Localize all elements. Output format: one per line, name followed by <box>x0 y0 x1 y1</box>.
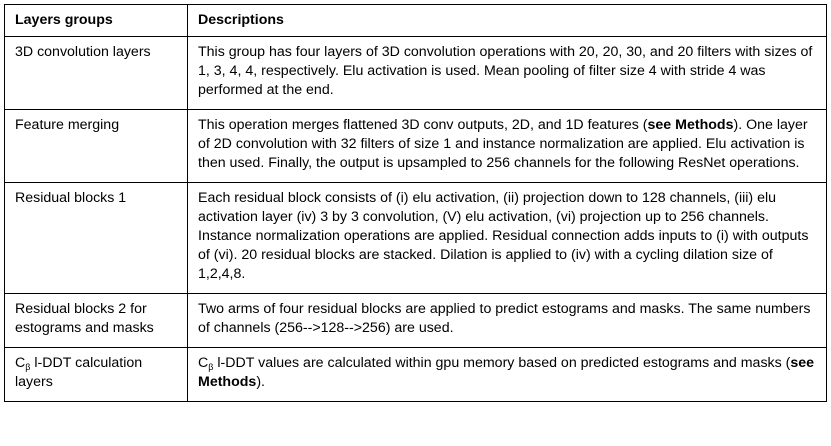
layer-group-cell: Cβ l-DDT calculation layers <box>4 347 188 402</box>
layer-group-cell: Residual blocks 2 for estograms and mask… <box>4 293 188 348</box>
description-text: ). <box>256 374 265 390</box>
layer-group-text: l-DDT calculation layers <box>15 355 143 390</box>
layer-group-cell: Feature merging <box>4 109 188 183</box>
c-beta-symbol: Cβ <box>15 355 31 372</box>
see-methods-reference: see Methods <box>198 355 815 390</box>
layer-group-cell: 3D convolution layers <box>4 36 188 110</box>
description-cell: This group has four layers of 3D convolu… <box>187 36 827 110</box>
header-layers-groups: Layers groups <box>4 4 188 37</box>
table-header-row: Layers groups Descriptions <box>4 4 827 37</box>
table-row: 3D convolution layers This group has fou… <box>4 36 827 110</box>
description-text: This operation merges flattened 3D conv … <box>198 117 648 133</box>
description-text: ). One layer of 2D convolution with 32 f… <box>198 117 808 171</box>
layer-group-cell: Residual blocks 1 <box>4 182 188 294</box>
table-row: Residual blocks 2 for estograms and mask… <box>4 293 827 348</box>
see-methods-reference: see Methods <box>647 117 734 133</box>
table-row: Feature merging This operation merges fl… <box>4 109 827 183</box>
description-cell: Cβ l-DDT values are calculated within gp… <box>187 347 827 402</box>
header-descriptions: Descriptions <box>187 4 827 37</box>
table-row: Residual blocks 1 Each residual block co… <box>4 182 827 294</box>
table-row: Cβ l-DDT calculation layers Cβ l-DDT val… <box>4 347 827 402</box>
description-text: l-DDT values are calculated within gpu m… <box>213 355 791 371</box>
description-cell: This operation merges flattened 3D conv … <box>187 109 827 183</box>
description-cell: Two arms of four residual blocks are app… <box>187 293 827 348</box>
layers-table: Layers groups Descriptions 3D convolutio… <box>4 4 827 402</box>
description-cell: Each residual block consists of (i) elu … <box>187 182 827 294</box>
c-beta-symbol: Cβ <box>198 355 214 372</box>
